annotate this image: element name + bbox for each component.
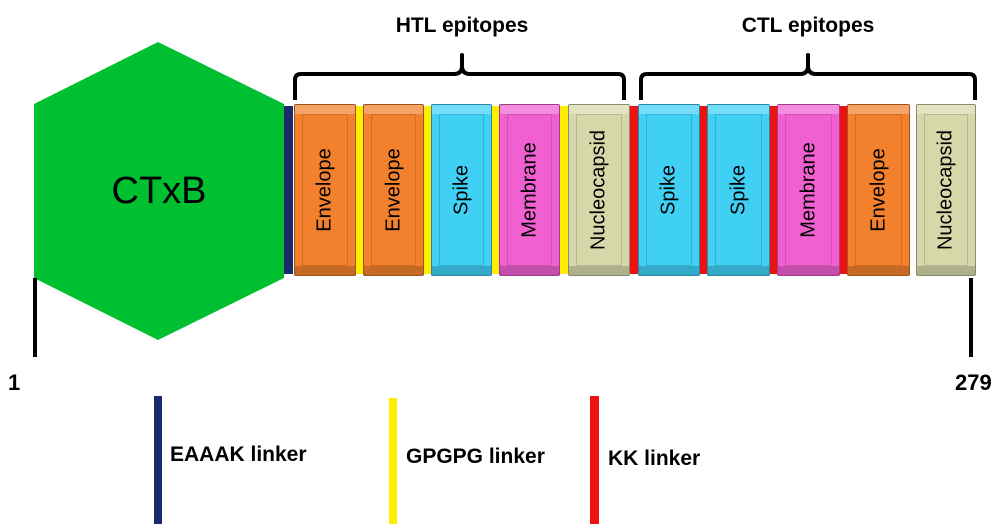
epitope-block-ctl-spike: Spike [638,104,700,276]
epitope-label: Envelope [313,148,336,232]
gpgpg-linker-bar [356,106,363,274]
gpgpg-linker-bar [424,106,431,274]
epitope-block-htl-membrane: Membrane [499,104,560,276]
epitope-block-ctl-envelope: Envelope [847,104,910,276]
legend-kk-swatch [590,396,599,524]
ctxb-label: CTxB [111,170,207,212]
epitope-block-ctl-spike: Spike [707,104,770,276]
epitope-label: Envelope [382,148,404,232]
epitope-label: Spike [450,164,472,216]
legend-gpgpg-swatch [389,398,397,524]
htl-bracket [293,53,626,100]
epitope-label: Spike [657,164,680,216]
gpgpg-linker-bar [492,106,499,274]
ctl-epitopes-title: CTL epitopes [741,14,875,37]
epitope-block-htl-nucleocapsid: Nucleocapsid [568,104,630,276]
epitope-block-ctl-nucleocapsid: Nucleocapsid [916,104,976,276]
htl-epitopes-title: HTL epitopes [395,14,529,37]
start-position-label: 1 [8,370,21,395]
epitope-label: Membrane [797,142,819,238]
gpgpg-linker-bar [560,106,568,274]
ctxb-hexagon [34,42,284,340]
legend-gpgpg-label: GPGPG linker [406,445,545,468]
kk-linker-bar [630,106,638,274]
epitope-label: Membrane [518,142,540,238]
epitope-label: Envelope [867,148,889,232]
epitope-block-htl-envelope: Envelope [294,104,356,276]
legend-eaaak-swatch [154,396,162,524]
eaaak-linker-bar [284,106,293,274]
epitope-label: Nucleocapsid [587,129,610,251]
epitope-label: Spike [727,164,749,216]
kk-linker-bar [700,106,707,274]
epitope-block-htl-spike: Spike [431,104,492,276]
kk-linker-bar [770,106,777,274]
epitope-block-ctl-membrane: Membrane [777,104,840,276]
epitope-label: Nucleocapsid [934,129,957,251]
epitope-block-htl-envelope: Envelope [363,104,424,276]
legend-eaaak-label: EAAAK linker [170,443,307,466]
kk-linker-bar [840,106,847,274]
end-position-label: 279 [955,370,992,395]
ctl-bracket [639,53,977,100]
legend-kk-label: KK linker [608,447,701,470]
